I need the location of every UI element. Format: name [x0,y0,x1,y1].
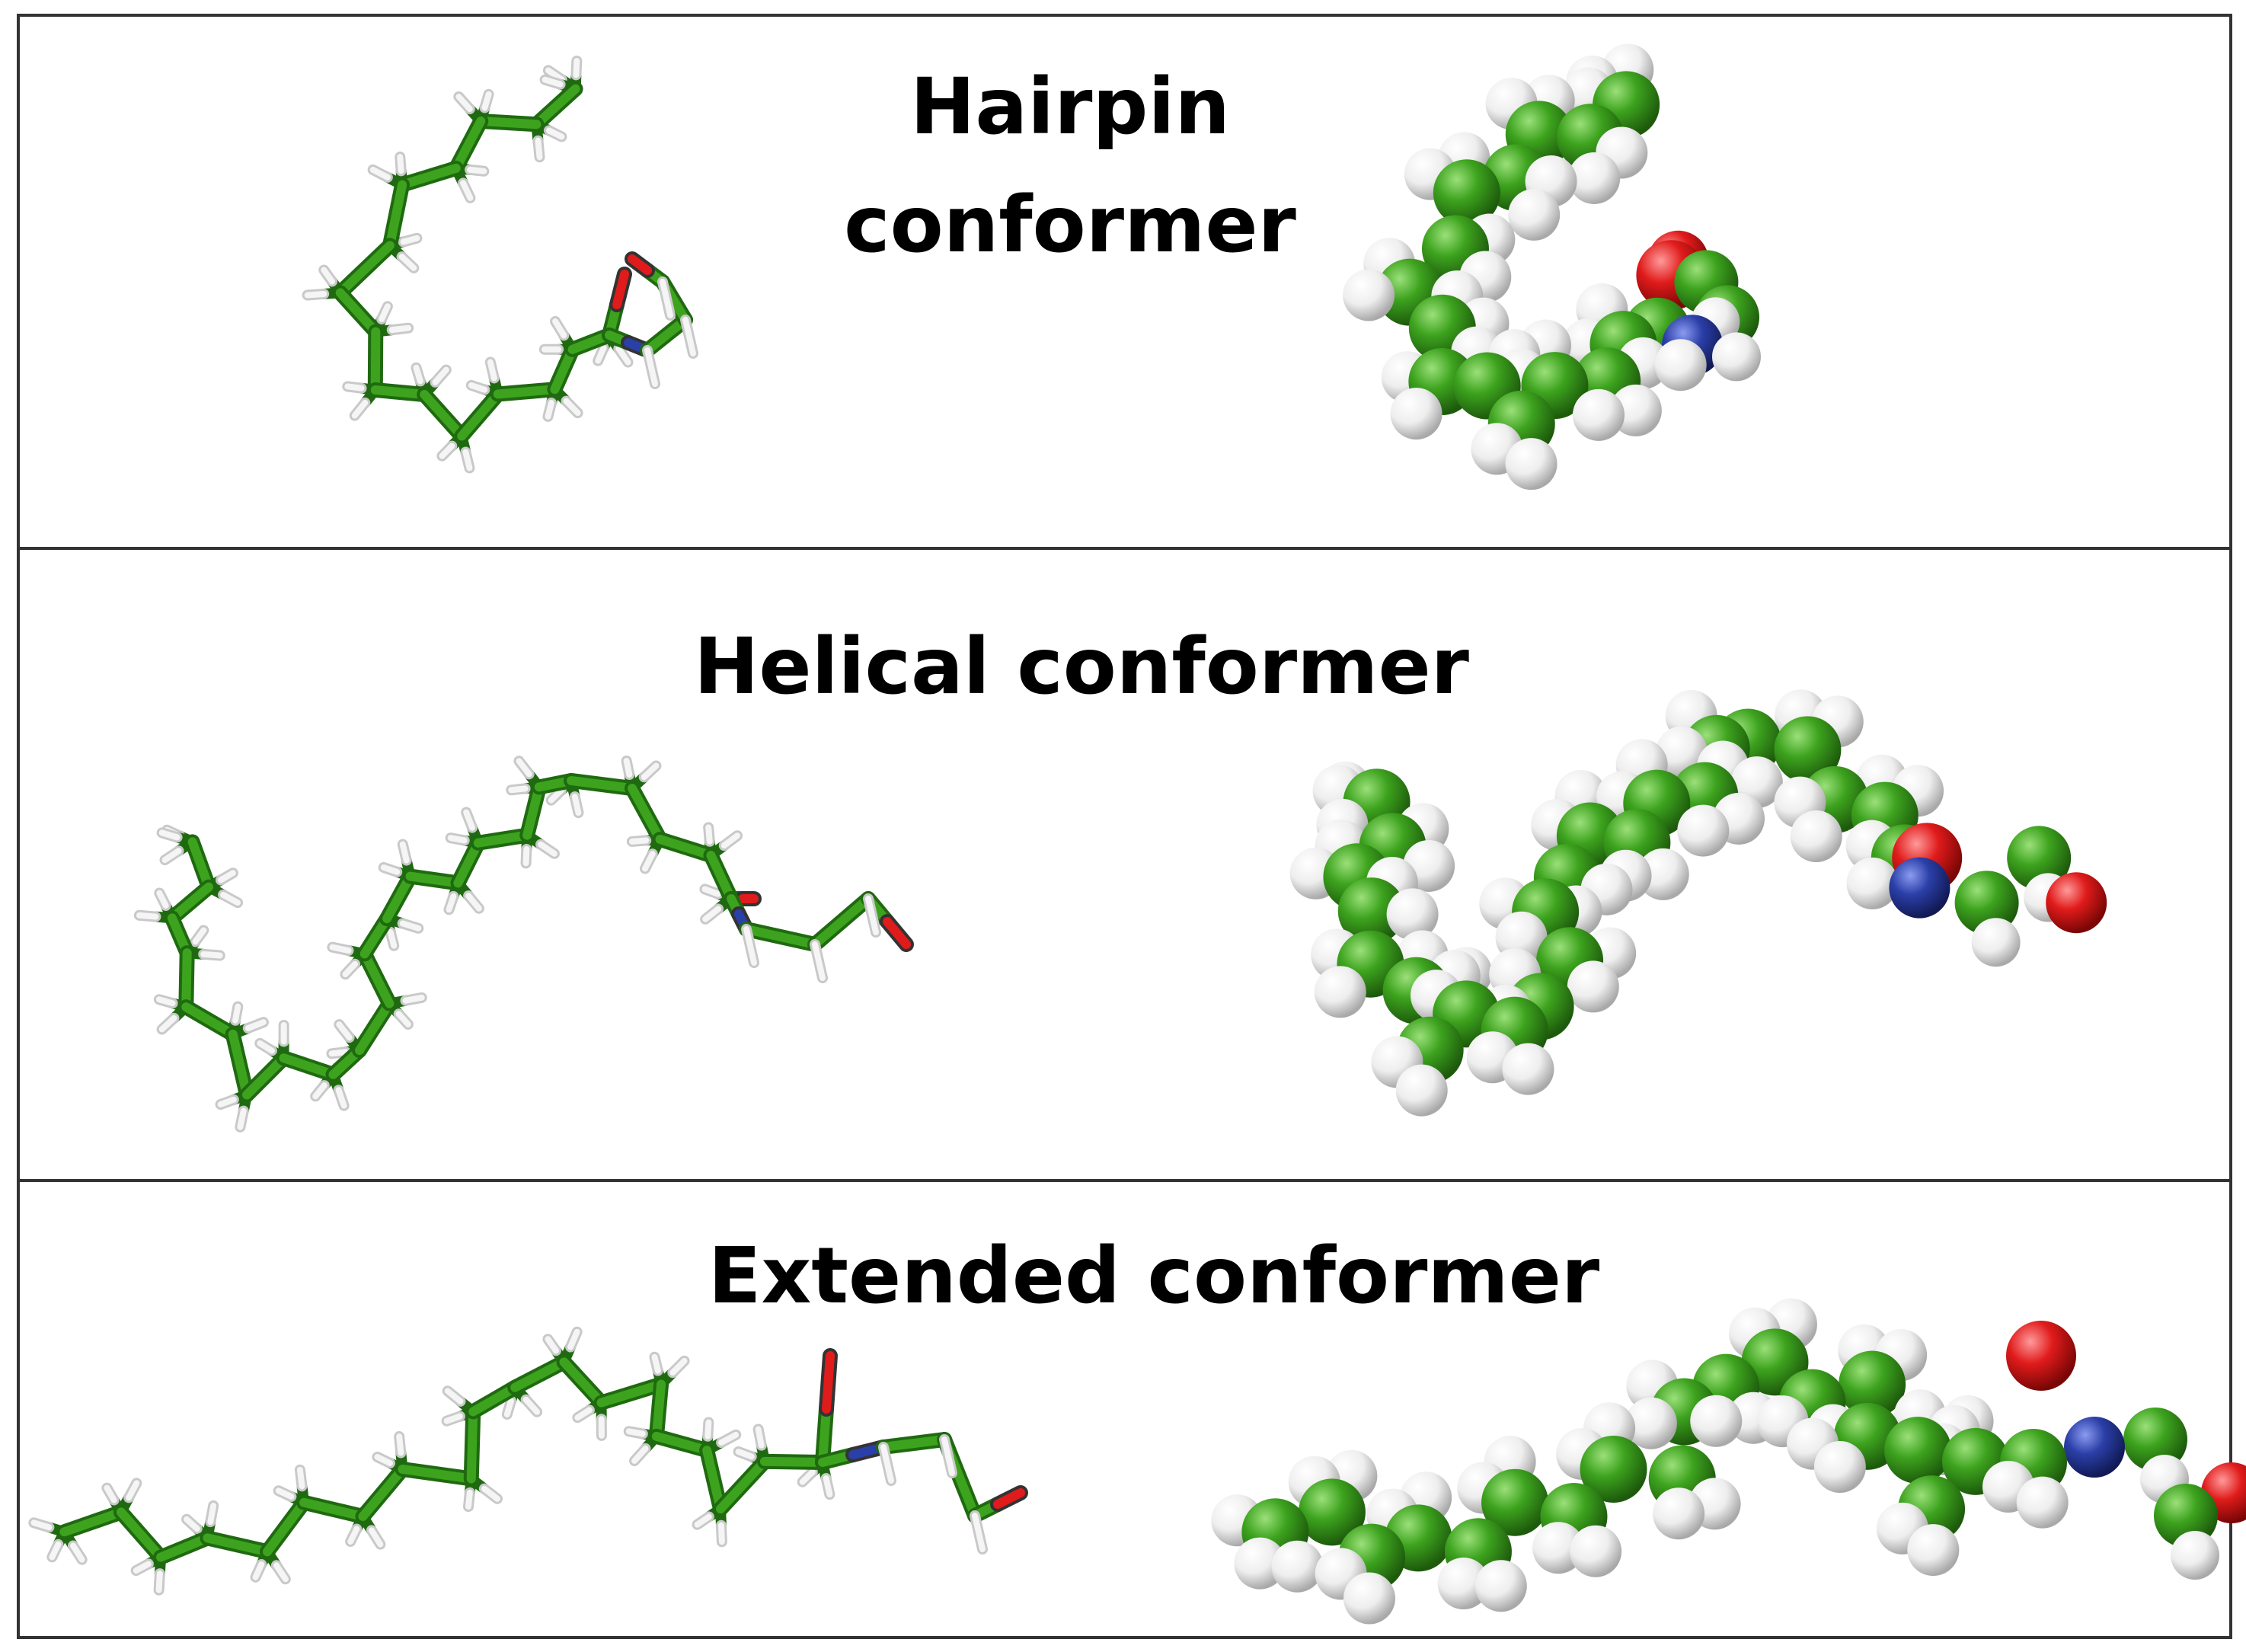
panel-border [17,1179,2232,1639]
panel-title-line-1: Helical conformer [694,621,1469,712]
hairpin-stick-model [302,55,698,474]
helical-spacefill-model [1289,689,2107,1117]
panel-extended: Extended conformer [17,1179,2246,1639]
extended-stick-model [28,1326,1028,1596]
hairpin-spacefill-model [1343,43,1761,490]
panel-title-line-2: conformer [844,180,1296,270]
panel-hairpin: Hairpin conformer [17,14,2232,550]
helical-stick-model [133,755,914,1133]
panel-title-line-1: Hairpin [910,62,1230,152]
panel-title-line-1: Extended conformer [708,1231,1599,1321]
panel-helical: Helical conformer [17,547,2232,1182]
extended-spacefill-model [1211,1298,2246,1625]
